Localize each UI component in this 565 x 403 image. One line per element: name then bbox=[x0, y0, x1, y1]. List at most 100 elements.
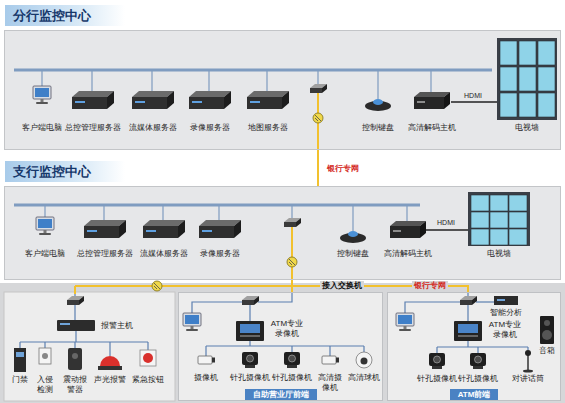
switch-icon bbox=[310, 84, 327, 93]
wire bbox=[476, 301, 494, 302]
panel-fill bbox=[4, 292, 175, 401]
drop-wire bbox=[377, 70, 378, 99]
device-label: 客户端电脑 bbox=[25, 249, 65, 259]
label-holder: 流媒体服务器 bbox=[129, 123, 177, 133]
private-net-line bbox=[75, 285, 292, 287]
device-label: 紧急按钮 bbox=[132, 375, 164, 385]
panic-button-icon bbox=[140, 350, 156, 366]
device-label: 门禁 bbox=[12, 375, 28, 385]
tv-screen bbox=[500, 67, 517, 91]
label-holder: HDMI bbox=[437, 218, 455, 228]
wire bbox=[527, 347, 528, 350]
wire bbox=[74, 342, 75, 348]
device-label: 总控管理服务器 bbox=[65, 123, 121, 133]
label-holder: 高清解码主机 bbox=[384, 249, 432, 259]
device-label: 入侵检测 bbox=[37, 375, 54, 395]
bus-line bbox=[14, 204, 420, 207]
wire bbox=[249, 341, 250, 346]
device-label: 报警主机 bbox=[101, 321, 133, 331]
label-holder: ATM专业录像机 bbox=[269, 319, 305, 339]
link-label: 银行专网 bbox=[325, 164, 361, 174]
device-label: 流媒体服务器 bbox=[140, 249, 188, 259]
device-label: 总控管理服务器 bbox=[77, 249, 133, 259]
drop-wire bbox=[151, 70, 152, 91]
label-holder: 电视墙 bbox=[487, 249, 511, 259]
drop-wire bbox=[218, 205, 219, 220]
label-holder: 控制键盘 bbox=[337, 249, 369, 259]
server-icon bbox=[247, 91, 289, 109]
lock-icon bbox=[152, 281, 162, 291]
label-holder: 电视墙 bbox=[515, 123, 539, 133]
wire bbox=[205, 346, 206, 356]
tv-screen bbox=[471, 195, 489, 211]
tv-screen bbox=[519, 67, 536, 91]
wire bbox=[75, 331, 76, 342]
wire bbox=[291, 346, 292, 352]
door-access-keypad bbox=[16, 352, 24, 357]
panel-fill bbox=[387, 292, 561, 401]
tv-screen bbox=[490, 212, 508, 228]
section-panel: 支行监控中心 bbox=[4, 186, 561, 280]
pc-icon bbox=[183, 313, 201, 331]
signal-label: HDMI bbox=[437, 218, 455, 228]
keyboard-icon bbox=[340, 231, 366, 243]
drop-wire bbox=[317, 70, 318, 84]
device-label: 客户端电脑 bbox=[22, 123, 62, 133]
tv-screen bbox=[509, 195, 527, 211]
pc-icon bbox=[36, 217, 54, 235]
device-label: 录像服务器 bbox=[190, 123, 230, 133]
device-label: 摄像机 bbox=[194, 373, 218, 383]
label-holder: 客户端电脑 bbox=[22, 123, 62, 133]
label-holder: 录像服务器 bbox=[190, 123, 230, 133]
tv-screen bbox=[538, 41, 555, 65]
network-link bbox=[317, 150, 319, 186]
device-label: 电视墙 bbox=[515, 123, 539, 133]
drop-wire bbox=[162, 205, 163, 220]
tv-screen bbox=[490, 229, 508, 245]
microphone-base bbox=[523, 370, 533, 373]
label-holder: 高清球机 bbox=[348, 373, 380, 383]
microphone-head bbox=[525, 350, 531, 356]
lock-icon bbox=[313, 113, 323, 123]
label-holder: 流媒体服务器 bbox=[140, 249, 188, 259]
device-label: 高清球机 bbox=[348, 373, 380, 383]
wire bbox=[467, 341, 468, 347]
server-icon bbox=[143, 220, 185, 238]
drop-wire bbox=[103, 205, 104, 220]
keyboard-icon bbox=[365, 99, 391, 111]
server-icon bbox=[199, 220, 241, 238]
label-holder: 录像服务器 bbox=[200, 249, 240, 259]
label-holder: 总控管理服务器 bbox=[77, 249, 133, 259]
server-icon bbox=[72, 91, 114, 109]
label-holder: 摄像机 bbox=[194, 373, 218, 383]
device-label: 智能分析 bbox=[490, 308, 522, 318]
intrusion-sensor-icon bbox=[39, 348, 51, 364]
section-footer: ATM前端 bbox=[450, 389, 499, 400]
device-wires bbox=[20, 292, 528, 356]
vibration-sensor-icon bbox=[68, 348, 82, 370]
tv-wall-frame bbox=[468, 192, 530, 246]
drop-wire bbox=[430, 70, 431, 92]
label-holder: 针孔摄像机 bbox=[230, 373, 270, 383]
switch-icon bbox=[460, 296, 477, 305]
drop-wire bbox=[44, 205, 45, 217]
drop-wire bbox=[41, 70, 42, 86]
pinhole-camera-icon bbox=[470, 353, 486, 369]
wire bbox=[436, 347, 437, 353]
label-holder: 控制键盘 bbox=[362, 123, 394, 133]
wire bbox=[258, 292, 292, 302]
drop-wire bbox=[352, 205, 353, 231]
wire bbox=[192, 302, 242, 313]
network-link bbox=[292, 280, 468, 292]
hdmi-cable bbox=[426, 229, 468, 231]
label-holder: 针孔摄像机 bbox=[272, 373, 312, 383]
server-icon bbox=[189, 91, 231, 109]
label-holder: 针孔摄像机 bbox=[458, 374, 498, 384]
pinhole-camera-icon bbox=[284, 352, 300, 368]
label-holder: 地图服务器 bbox=[248, 123, 288, 133]
tv-screen bbox=[471, 229, 489, 245]
wire bbox=[109, 342, 110, 356]
device-label: 流媒体服务器 bbox=[129, 123, 177, 133]
